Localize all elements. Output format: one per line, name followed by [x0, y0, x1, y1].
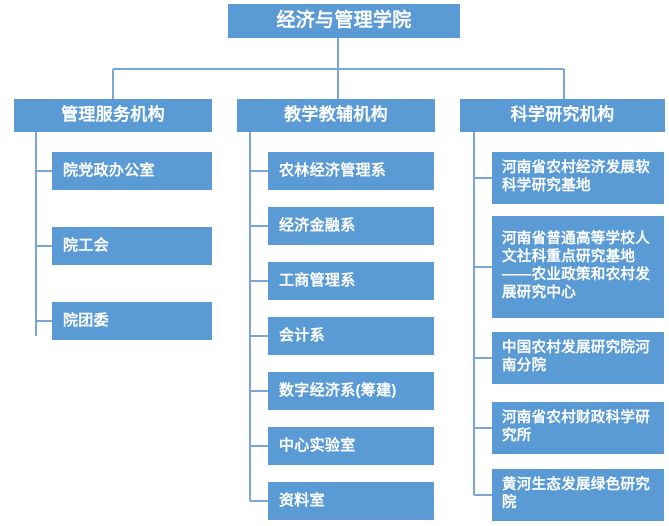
node-leaf-label: 院党政办公室 — [63, 162, 155, 180]
node-branch-management-service[interactable]: 管理服务机构 — [14, 99, 212, 132]
node-leaf-management-service-1[interactable]: 院党政办公室 — [52, 152, 212, 190]
node-leaf-label: 经济金融系 — [279, 217, 356, 235]
node-leaf-label: 数字经济系(筹建) — [279, 382, 397, 400]
node-leaf-teaching-support-1[interactable]: 农林经济管理系 — [268, 152, 434, 190]
node-branch-label: 科学研究机构 — [510, 105, 615, 125]
node-leaf-scientific-research-4[interactable]: 河南省农村财政科学研究所 — [492, 402, 664, 454]
node-leaf-teaching-support-2[interactable]: 经济金融系 — [268, 207, 434, 245]
node-leaf-label: 院团委 — [63, 312, 109, 330]
node-leaf-label: 工商管理系 — [279, 272, 356, 290]
node-leaf-scientific-research-5[interactable]: 黄河生态发展绿色研究院 — [492, 469, 664, 521]
node-leaf-teaching-support-3[interactable]: 工商管理系 — [268, 262, 434, 300]
node-branch-teaching-support[interactable]: 教学教辅机构 — [237, 99, 435, 132]
node-leaf-label: 中国农村发展研究院河南分院 — [502, 340, 650, 374]
node-branch-label: 教学教辅机构 — [284, 105, 388, 125]
node-leaf-label: 资料室 — [279, 492, 325, 510]
node-leaf-label: 河南省普通高等学校人文社科重点研究基地——农业政策和农村发展研究中心 — [502, 231, 650, 301]
node-root[interactable]: 经济与管理学院 — [228, 4, 460, 38]
node-leaf-teaching-support-7[interactable]: 资料室 — [268, 482, 434, 520]
node-leaf-label: 院工会 — [63, 237, 109, 255]
node-leaf-label: 会计系 — [279, 327, 325, 345]
node-leaf-management-service-2[interactable]: 院工会 — [52, 227, 212, 265]
node-leaf-scientific-research-3[interactable]: 中国农村发展研究院河南分院 — [492, 332, 664, 384]
node-root-label: 经济与管理学院 — [276, 9, 412, 31]
node-leaf-scientific-research-1[interactable]: 河南省农村经济发展软科学研究基地 — [492, 152, 664, 204]
node-leaf-teaching-support-5[interactable]: 数字经济系(筹建) — [268, 372, 434, 410]
node-leaf-label: 中心实验室 — [279, 437, 356, 455]
node-leaf-management-service-3[interactable]: 院团委 — [52, 302, 212, 340]
node-leaf-label: 河南省农村经济发展软科学研究基地 — [502, 160, 650, 194]
node-leaf-teaching-support-6[interactable]: 中心实验室 — [268, 427, 434, 465]
node-leaf-scientific-research-2[interactable]: 河南省普通高等学校人文社科重点研究基地——农业政策和农村发展研究中心 — [492, 216, 664, 318]
node-branch-scientific-research[interactable]: 科学研究机构 — [460, 99, 665, 132]
node-leaf-teaching-support-4[interactable]: 会计系 — [268, 317, 434, 355]
node-leaf-label: 黄河生态发展绿色研究院 — [502, 477, 650, 511]
node-leaf-label: 河南省农村财政科学研究所 — [502, 410, 650, 444]
node-leaf-label: 农林经济管理系 — [279, 162, 387, 180]
node-branch-label: 管理服务机构 — [61, 105, 165, 125]
